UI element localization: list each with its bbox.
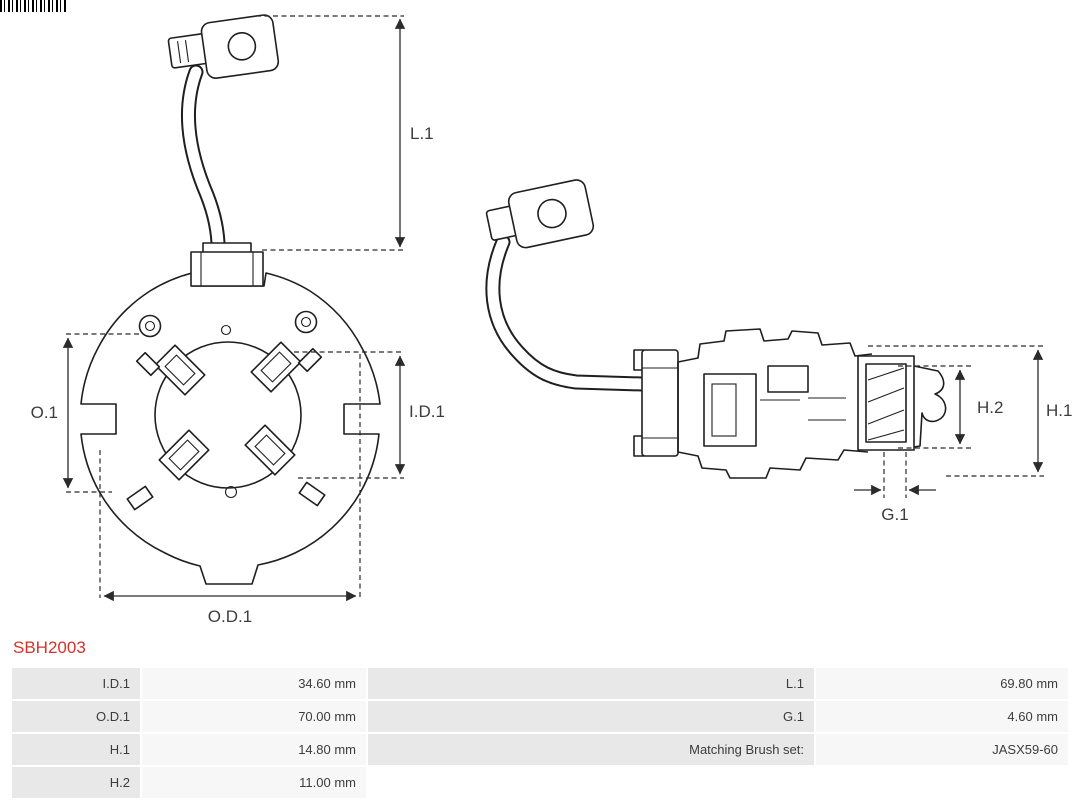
dimension-label-h1: H.1 <box>1046 401 1072 420</box>
plate-slot <box>297 347 323 373</box>
spec-value-cell: 69.80 mm <box>816 668 1068 699</box>
dimension-g1: G.1 <box>854 452 936 524</box>
brush-element <box>857 355 915 451</box>
ring-terminal <box>167 14 280 79</box>
lead-wire <box>180 64 226 264</box>
dimension-h2: H.2 <box>898 365 1003 449</box>
dimension-label-g1: G.1 <box>881 505 908 524</box>
dimension-label-l1: L.1 <box>410 124 434 143</box>
spec-value-cell: 11.00 mm <box>142 767 366 798</box>
dimension-label-id1: I.D.1 <box>409 402 445 421</box>
spec-value-cell: JASX59-60 <box>816 734 1068 765</box>
dimension-label-h2: H.2 <box>977 398 1003 417</box>
spec-label-cell: H.1 <box>12 734 140 765</box>
dimension-label-o1: O.1 <box>31 403 58 422</box>
side-ring-terminal <box>485 179 595 249</box>
plate-slot <box>126 485 154 511</box>
spec-empty-cell <box>368 767 814 798</box>
spec-label-cell: O.D.1 <box>12 701 140 732</box>
dimension-od1: O.D.1 <box>99 354 361 626</box>
connector-block <box>190 242 264 287</box>
side-view-drawing <box>485 179 947 479</box>
brush-box-nw <box>154 344 206 396</box>
spec-value-cell: 14.80 mm <box>142 734 366 765</box>
spec-value-cell: 70.00 mm <box>142 701 366 732</box>
brush-box-ne <box>250 341 302 393</box>
spec-empty-cell <box>816 767 1068 798</box>
brush-box-sw <box>158 429 210 481</box>
plate-slot <box>135 351 161 377</box>
spec-table: I.D.1 34.60 mm L.1 69.80 mm O.D.1 70.00 … <box>12 668 1068 798</box>
spec-label-cell: I.D.1 <box>12 668 140 699</box>
dimension-h1: H.1 <box>868 345 1072 477</box>
technical-diagram: L.1 O.1 I.D.1 O.D.1 H.2 <box>31 14 1072 626</box>
brush-box-se <box>244 424 296 476</box>
wire-grommet <box>633 349 679 457</box>
spring-hook <box>913 365 947 448</box>
dimension-id1: I.D.1 <box>294 351 445 479</box>
spec-label-cell: G.1 <box>368 701 814 732</box>
dimension-o1: O.1 <box>31 333 140 493</box>
spec-label-cell: Matching Brush set: <box>368 734 814 765</box>
spec-value-cell: 34.60 mm <box>142 668 366 699</box>
rivet-right <box>294 310 318 334</box>
spec-value-cell: 4.60 mm <box>816 701 1068 732</box>
plate-slot <box>298 481 326 507</box>
barcode-fragment <box>0 0 66 12</box>
small-hole-top <box>220 324 232 336</box>
part-number: SBH2003 <box>13 638 86 657</box>
holder-body-profile <box>677 328 873 479</box>
rivet-left <box>138 314 162 338</box>
side-lead-wire <box>485 234 650 392</box>
dimension-label-od1: O.D.1 <box>208 607 252 626</box>
front-view-drawing <box>80 14 381 585</box>
spec-label-cell: H.2 <box>12 767 140 798</box>
small-hole-bottom <box>224 485 238 499</box>
spec-label-cell: L.1 <box>368 668 814 699</box>
dimension-l1: L.1 <box>256 15 434 251</box>
